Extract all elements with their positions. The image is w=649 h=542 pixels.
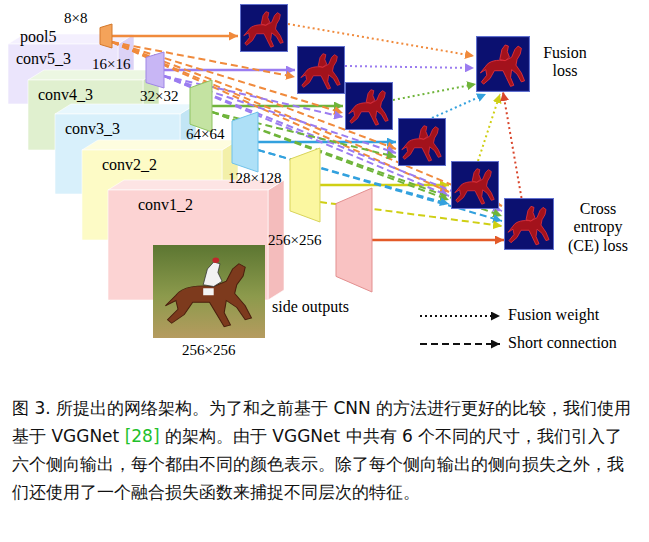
loss-map-image — [505, 199, 554, 250]
feature-map-face — [232, 112, 258, 172]
short-connection-arrow — [212, 112, 449, 200]
loss-map-image — [477, 37, 530, 92]
node-label: conv3_3 — [65, 120, 120, 138]
feature-map-face — [100, 24, 112, 48]
feature-map-shape — [190, 80, 212, 132]
fusion-weight-arrows — [288, 24, 500, 161]
feature-map-shape — [100, 24, 112, 48]
feature-map: 128×128 — [290, 148, 320, 222]
layer-front-face — [108, 190, 268, 300]
node-label: 8×8 — [64, 10, 87, 27]
node-label: Cross entropy (CE) loss — [558, 200, 638, 255]
loss-map: Cross entropy (CE) loss — [504, 198, 554, 250]
side-output-label: side outputs — [272, 298, 349, 316]
short-connection-arrow — [112, 42, 295, 77]
short-connection-arrows — [112, 42, 502, 226]
side-output-arrow — [320, 184, 449, 187]
layer-block: conv2_2 — [82, 150, 222, 240]
feature-map: 256×256 — [336, 188, 372, 292]
side-output-arrow — [258, 141, 396, 144]
layer-front-face — [28, 80, 143, 150]
node-label: conv4_3 — [38, 86, 93, 104]
node-label: conv1_2 — [138, 196, 193, 214]
node-label: conv5_3 — [16, 50, 71, 68]
fusion-weight-arrow — [345, 66, 474, 68]
feature-map-face — [190, 80, 212, 132]
feature-map: 16×16 — [146, 52, 164, 88]
feature-map-shape — [146, 52, 164, 88]
layer-top-face — [55, 104, 196, 114]
fusion-weight-arrow — [393, 84, 476, 100]
size-label: 256×256 — [182, 342, 235, 359]
legend-label: Short connection — [508, 334, 617, 352]
legend-sample — [420, 343, 500, 345]
node-label: conv2_2 — [102, 156, 157, 174]
legend-label: Fusion weight — [508, 306, 599, 324]
loss-map: Fusion loss — [476, 36, 530, 92]
short-connection-arrow — [164, 76, 396, 153]
feature-map: 64×64 — [232, 112, 258, 172]
side-output-arrows — [112, 36, 449, 185]
side-output-arrow — [164, 69, 295, 72]
jockey — [203, 262, 222, 287]
side-output-arrow — [112, 35, 238, 38]
loss-map-shape — [504, 198, 554, 250]
side-output-map — [451, 161, 498, 208]
fusion-weight-arrow — [288, 24, 474, 56]
side-output-map — [345, 82, 392, 129]
short-connection-arrow — [112, 42, 449, 192]
node-label: 256×256 — [268, 232, 321, 249]
saddle-cloth — [203, 288, 214, 295]
photo-ground — [153, 245, 265, 338]
fusion-weight-arrow — [432, 94, 486, 118]
feature-map-shape — [290, 148, 320, 222]
side-output-arrow — [212, 105, 343, 108]
short-connection-arrow — [112, 42, 343, 113]
feature-map-face — [290, 148, 320, 222]
feature-map-face — [146, 52, 164, 88]
feature-map: 8×8 — [100, 24, 112, 48]
horse-figure — [165, 257, 251, 326]
horse-body — [165, 264, 251, 327]
layer-front-face — [8, 44, 118, 104]
node-label: Fusion loss — [534, 44, 596, 81]
short-connection-arrow — [164, 76, 502, 211]
layer-front-face — [55, 114, 180, 194]
citation: [28] — [125, 426, 160, 446]
feature-map-face — [336, 188, 372, 292]
fusion-weight-arrow — [478, 94, 500, 161]
feature-map-shape — [232, 112, 258, 172]
node-label: 128×128 — [228, 170, 281, 187]
node-label: 64×64 — [186, 126, 224, 143]
node-label: 16×16 — [92, 56, 130, 73]
feature-map: 32×32 — [190, 80, 212, 132]
layer-block: conv1_2 — [108, 190, 268, 300]
figure-caption: 图 3. 所提出的网络架构。为了和之前基于 CNN 的方法进行更好的比较，我们使… — [12, 394, 638, 506]
layer-block: conv3_3 — [55, 114, 180, 194]
legend-sample — [420, 315, 500, 317]
layer-label: pool5 — [20, 28, 56, 46]
layer-block: conv4_3 — [28, 80, 143, 150]
side-output-map — [297, 46, 344, 93]
layer-front-face — [82, 150, 222, 240]
side-output-map — [240, 4, 287, 51]
node-label: 32×32 — [140, 88, 178, 105]
jockey-cap — [212, 257, 219, 263]
side-output-map — [398, 118, 445, 165]
feature-map-shape — [336, 188, 372, 292]
connector — [503, 92, 522, 198]
loss-map-shape — [476, 36, 530, 92]
connector — [372, 239, 504, 242]
